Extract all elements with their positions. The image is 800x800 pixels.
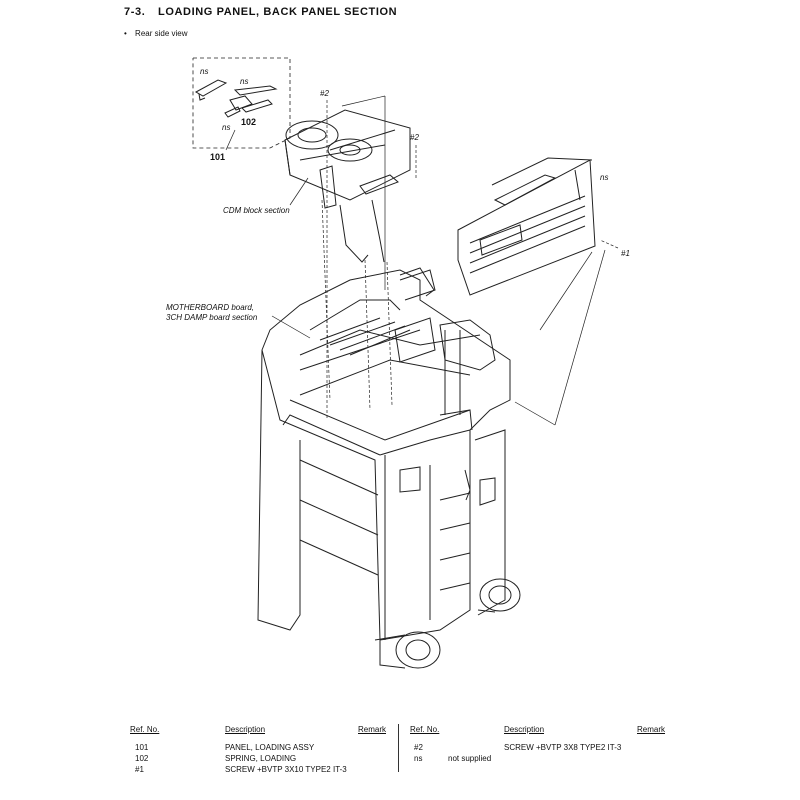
ns-label: ns (240, 77, 248, 86)
screw-2-label: #2 (410, 133, 419, 142)
ns-label: ns (222, 123, 230, 132)
col-header-desc: Description (225, 725, 266, 734)
col-header-remark: Remark (358, 725, 387, 734)
parts-table-right: Ref. No. Description Remark #2 SCREW +BV… (400, 725, 800, 785)
view-label-text: Rear side view (135, 29, 188, 38)
parts-table-left: Ref. No. Description Remark 101 PANEL, L… (0, 725, 398, 785)
bullet-icon: • (124, 29, 127, 38)
section-title: 7-3. LOADING PANEL, BACK PANEL SECTION (124, 6, 397, 18)
table-cell-ref: 101 (135, 743, 149, 752)
ns-label: ns (200, 67, 208, 76)
wheel-part (374, 578, 521, 669)
table-cell-ref: 102 (135, 754, 149, 763)
table-cell-desc: PANEL, LOADING ASSY (225, 743, 315, 752)
table-divider (398, 724, 399, 772)
damp-board-label: 3CH DAMP board section (166, 313, 258, 322)
view-label: • Rear side view (124, 29, 188, 38)
table-cell-desc: SPRING, LOADING (225, 754, 297, 763)
section-name: LOADING PANEL, BACK PANEL SECTION (158, 6, 398, 18)
col-header-ref: Ref. No. (410, 725, 440, 734)
back-panel-part (457, 157, 596, 296)
screw-1-label: #1 (621, 249, 630, 258)
cdm-block-part (284, 109, 411, 263)
loading-panel-part (194, 79, 278, 118)
exploded-view-diagram: ns ns ns 102 101 #2 #2 CDM block section… (166, 57, 630, 669)
main-unit-body (257, 269, 511, 641)
handle-part (399, 267, 435, 297)
col-header-desc: Description (504, 725, 545, 734)
ref-101-label: 101 (210, 152, 225, 162)
inset-box (192, 57, 291, 149)
col-header-ref: Ref. No. (130, 725, 160, 734)
table-cell-ref: #2 (414, 743, 423, 752)
ns-label: ns (600, 173, 608, 182)
table-cell-ref: ns (414, 754, 423, 763)
cdm-block-label: CDM block section (223, 206, 290, 215)
table-cell-desc: not supplied (448, 754, 492, 763)
col-header-remark: Remark (637, 725, 666, 734)
motherboard-label: MOTHERBOARD board, (166, 303, 254, 312)
table-cell-ref: #1 (135, 765, 144, 774)
table-cell-desc: SCREW +BVTP 3X8 TYPE2 IT-3 (504, 743, 622, 752)
table-cell-desc: SCREW +BVTP 3X10 TYPE2 IT-3 (225, 765, 347, 774)
section-number: 7-3. (124, 6, 146, 18)
screw-2-label: #2 (320, 89, 329, 98)
ref-102-label: 102 (241, 117, 256, 127)
